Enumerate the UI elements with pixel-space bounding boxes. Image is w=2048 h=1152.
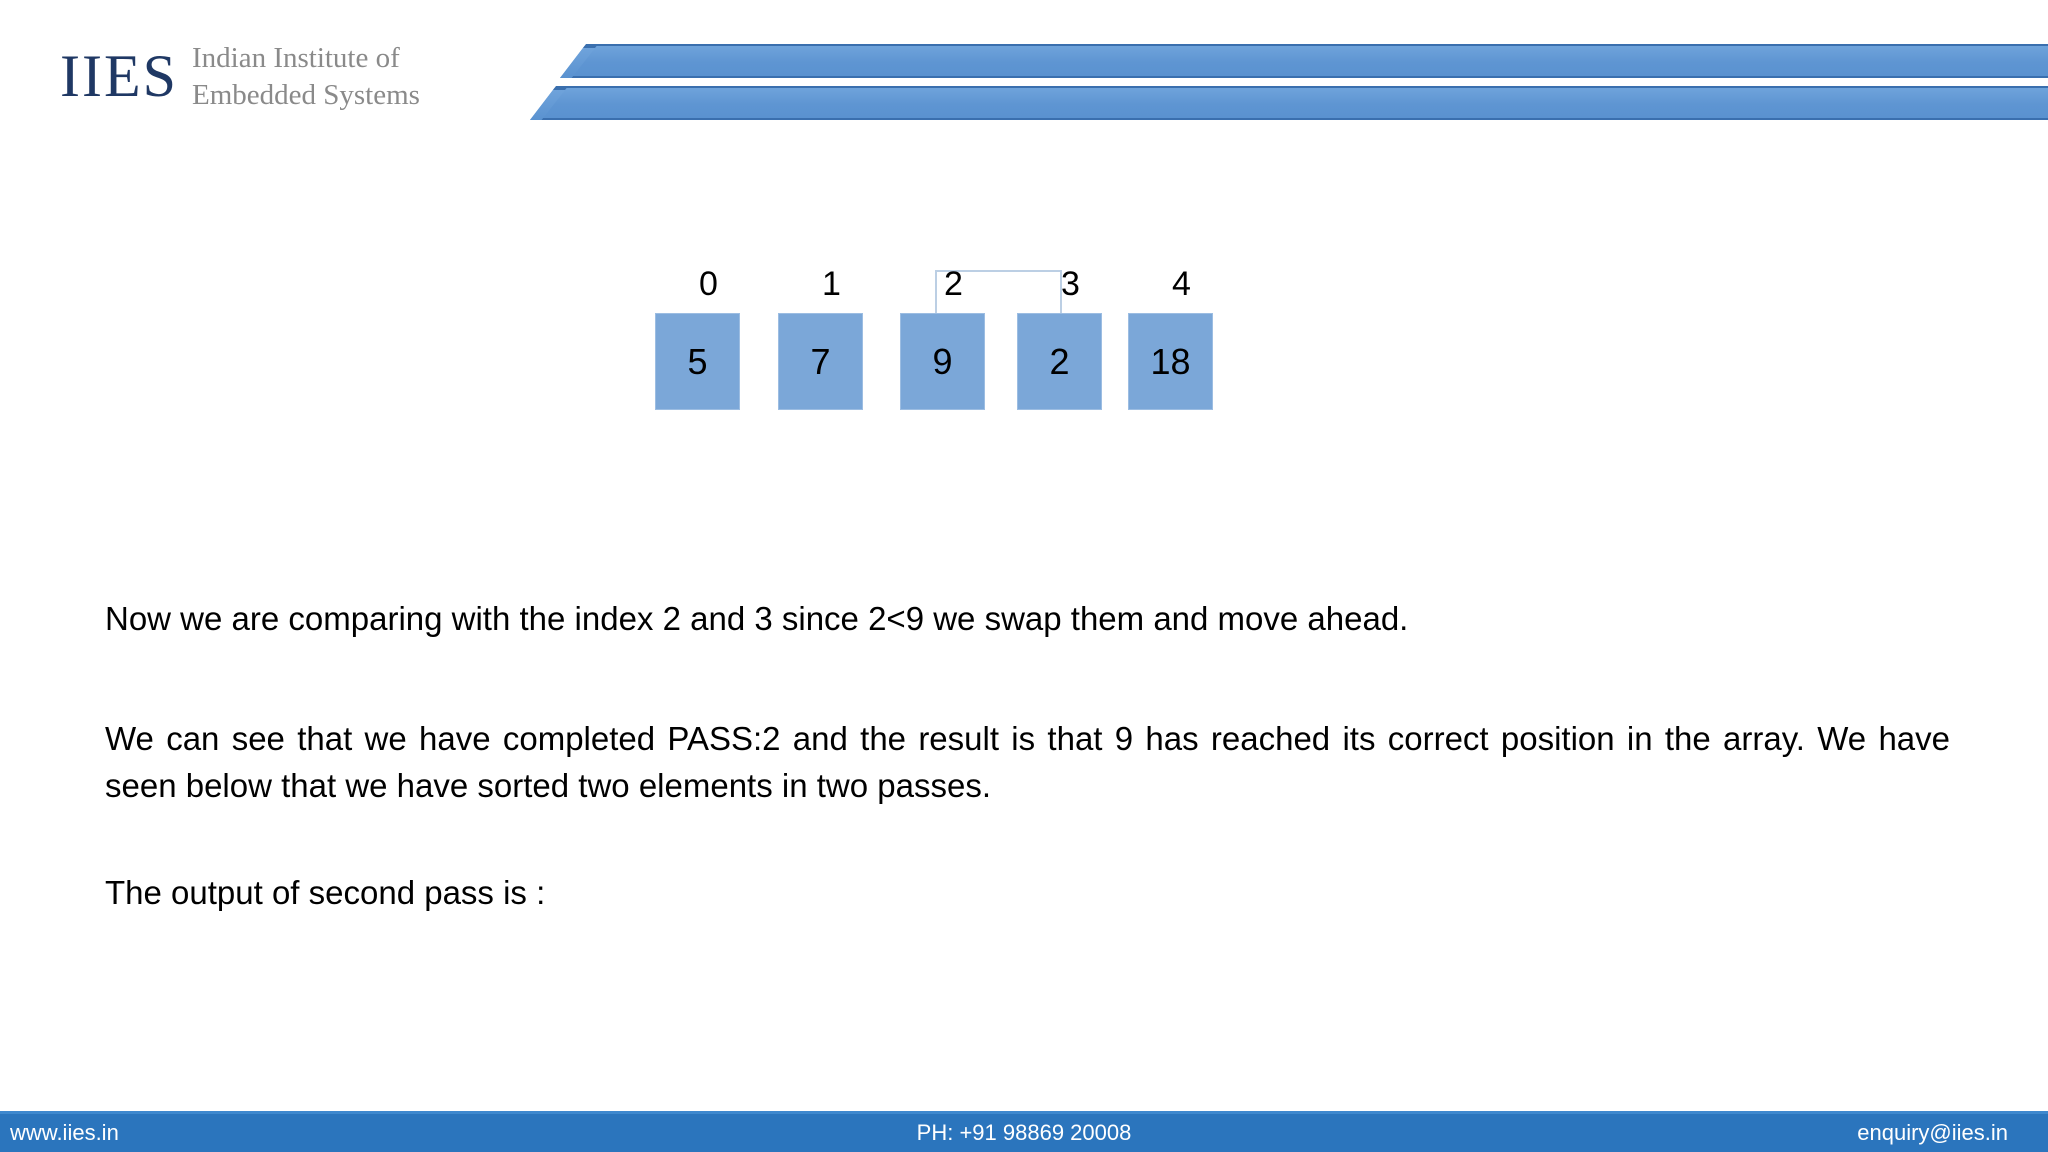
header-accent-bar-bottom-cap — [530, 88, 567, 120]
array-value-box: 2 — [1017, 313, 1102, 410]
footer-phone-number: PH: +91 98869 20008 — [916, 1120, 1132, 1145]
array-value-box: 9 — [900, 313, 985, 410]
slide-footer: www.iies.in PH: +91 98869 20008 enquiry@… — [0, 1111, 2048, 1152]
array-index-label: 3 — [1061, 265, 1080, 303]
array-diagram: 0 5 1 7 2 9 3 2 4 18 — [655, 265, 1235, 475]
body-paragraph-2: We can see that we have completed PASS:2… — [105, 720, 1950, 804]
array-index-label: 2 — [944, 265, 963, 303]
array-index-label: 4 — [1172, 265, 1191, 303]
array-value-box: 5 — [655, 313, 740, 410]
comparison-bracket-icon — [935, 270, 1062, 320]
logo-wordmark-line-1: Indian Institute of — [191, 42, 400, 74]
logo-wordmark-line-2: Embedded Systems — [191, 79, 420, 112]
array-index-label: 0 — [699, 265, 718, 303]
array-value-box: 7 — [778, 313, 863, 410]
header-accent-bar-top-cap — [560, 46, 597, 78]
header-accent-bar-top — [560, 44, 2048, 78]
slide-body-copy: Now we are comparing with the index 2 an… — [105, 595, 1950, 916]
footer-email-link[interactable]: enquiry@iies.in — [1857, 1120, 2008, 1145]
footer-website-link[interactable]: www.iies.in — [10, 1120, 119, 1145]
body-paragraph-3: The output of second pass is : — [105, 874, 546, 911]
slide-header: IIES Indian Institute of Embedded System… — [0, 0, 2048, 140]
brand-logo: IIES Indian Institute of Embedded System… — [60, 38, 420, 114]
array-index-label: 1 — [822, 265, 841, 303]
logo-mark-iies: IIES — [60, 43, 178, 110]
header-accent-bar-bottom — [530, 86, 2048, 120]
array-value-box: 18 — [1128, 313, 1213, 410]
logo-wordmark: Indian Institute of Embedded Systems — [192, 38, 420, 114]
body-paragraph-1: Now we are comparing with the index 2 an… — [105, 600, 1409, 637]
